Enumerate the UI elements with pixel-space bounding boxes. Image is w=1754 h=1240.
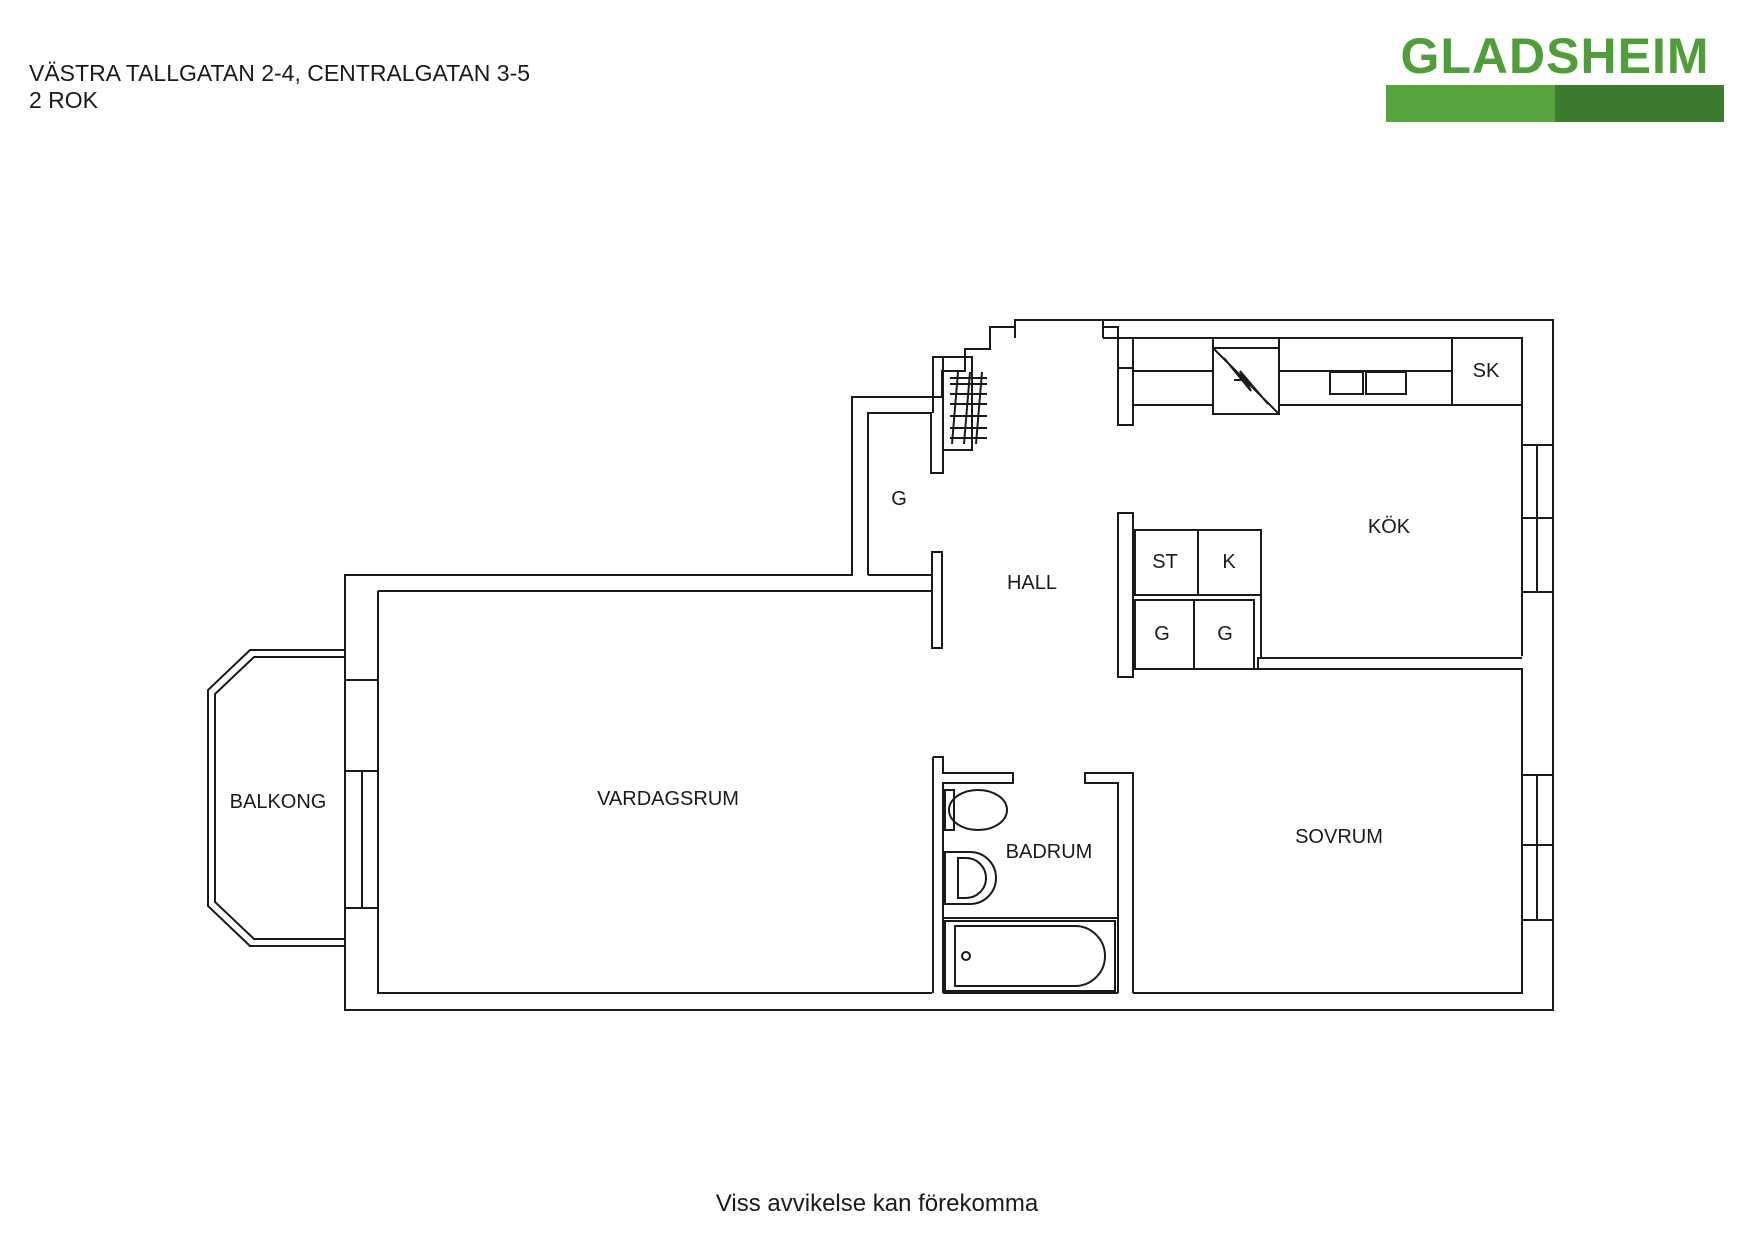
inner-wall — [377, 591, 932, 994]
inner-wall-top-left-step — [1014, 320, 1104, 338]
room-label-hall: HALL — [1007, 572, 1057, 594]
cabinet-sk — [1451, 337, 1523, 406]
cabinet-k — [1197, 529, 1262, 596]
kitchen-window — [1522, 444, 1553, 593]
kitchen-sink-2 — [1365, 371, 1407, 395]
outer-wall — [344, 319, 1554, 1011]
hall-closet-wall — [867, 356, 944, 575]
logo-bar-dark — [1555, 85, 1724, 122]
kitchen-wall — [1117, 512, 1134, 678]
hall-wall-stub — [931, 551, 943, 649]
room-label-vardagsrum: VARDAGSRUM — [597, 788, 739, 810]
toilet-icon — [948, 789, 1008, 831]
bathroom-right-wall — [1084, 772, 1134, 993]
inner-wall-top-right-step — [1102, 326, 1134, 426]
room-label-sovrum: SOVRUM — [1295, 826, 1383, 848]
room-label-badrum: BADRUM — [1006, 841, 1093, 863]
address-line: VÄSTRA TALLGATAN 2-4, CENTRALGATAN 3-5 — [29, 60, 531, 86]
room-label-st: ST — [1152, 551, 1178, 573]
walls — [207, 319, 1554, 1011]
room-label-g1: G — [1154, 623, 1170, 645]
bathtub-drain — [961, 951, 971, 961]
room-label-hall-closet: G — [891, 488, 907, 510]
stove-icon — [1212, 347, 1280, 415]
sink-icon — [944, 851, 997, 905]
bedroom-window — [1522, 774, 1553, 921]
living-window — [345, 770, 378, 909]
room-label-k: K — [1222, 551, 1236, 573]
bathtub-icon — [944, 920, 1116, 992]
room-label-g2: G — [1217, 623, 1233, 645]
logo-bar — [1386, 85, 1724, 122]
inner-wall-right — [1103, 337, 1523, 656]
cabinet-g2 — [1193, 599, 1255, 670]
kitchen-sink-1 — [1329, 371, 1364, 395]
bathroom-walls — [932, 756, 1014, 993]
kitchen-lower-wall — [1133, 657, 1522, 670]
logo-text: GLADSHEIM — [1400, 28, 1710, 84]
room-label-kok: KÖK — [1368, 516, 1411, 538]
logo-bar-light — [1386, 85, 1555, 122]
inner-wall-bed-bottom — [1133, 668, 1523, 994]
apartment-type: 2 ROK — [29, 87, 99, 113]
balkong-outer — [207, 649, 345, 947]
toilet-tank — [944, 789, 955, 831]
balkong-inner — [214, 656, 345, 940]
room-label-sk: SK — [1473, 360, 1500, 382]
disclaimer: Viss avvikelse kan förekomma — [715, 1190, 1039, 1217]
hall-hatch — [950, 371, 987, 445]
bathtub-inner — [954, 925, 1106, 987]
living-wall-stub — [345, 591, 379, 681]
header: VÄSTRA TALLGATAN 2-4, CENTRALGATAN 3-5 2… — [29, 60, 530, 114]
sink-bowl — [957, 857, 987, 899]
room-label-balkong: BALKONG — [230, 791, 327, 813]
gladsheim-logo: GLADSHEIM — [1386, 28, 1724, 122]
